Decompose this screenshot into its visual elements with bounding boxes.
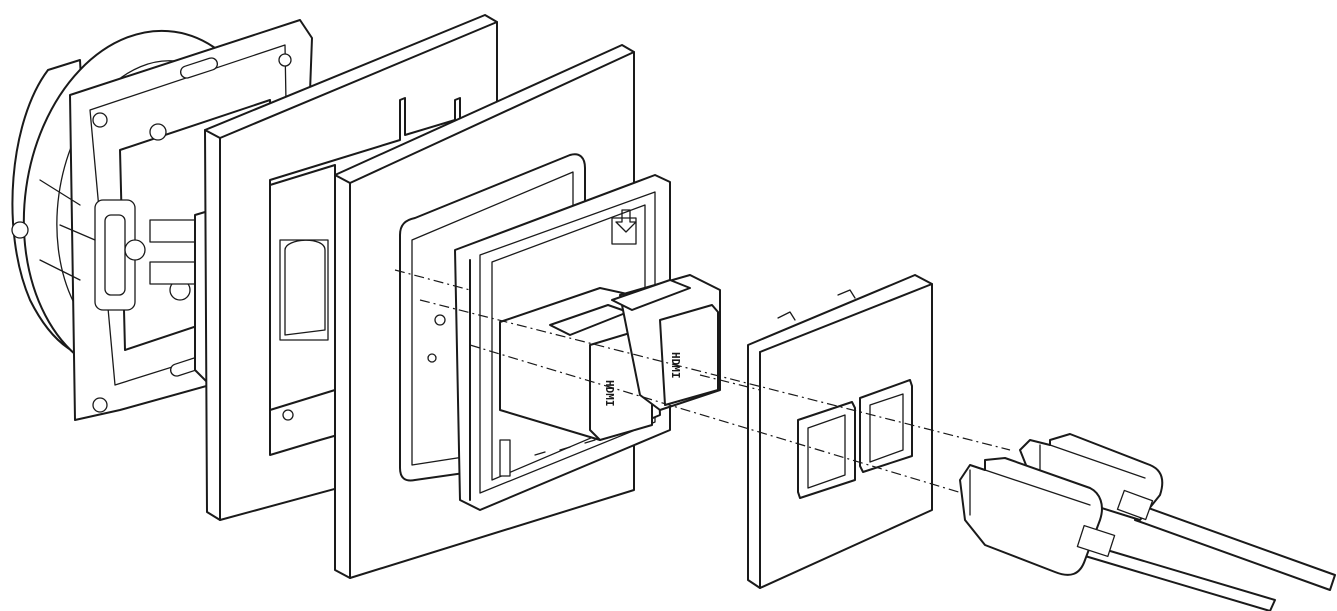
front-cover-plate	[747, 274, 933, 589]
alignment-lines	[394, 269, 1011, 501]
hdmi-label-left: HDMI	[603, 380, 616, 407]
hdmi-module-right: HDMI	[611, 274, 721, 411]
hdmi-cable-rear	[1019, 433, 1336, 591]
hdmi-cable-front	[959, 457, 1276, 611]
